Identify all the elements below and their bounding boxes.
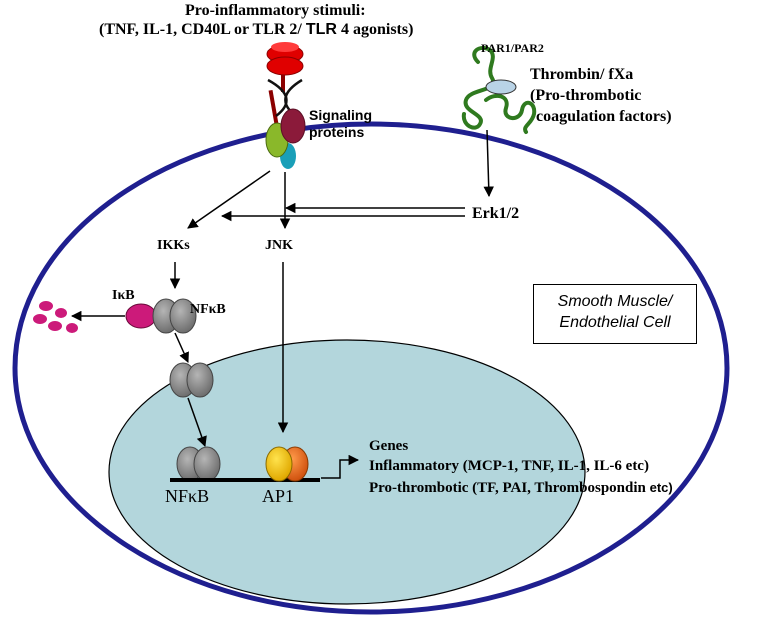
nfkb-nuclear-label: NFκB bbox=[165, 486, 210, 506]
ikk-label: IKKs bbox=[157, 238, 190, 253]
ikb-protein bbox=[125, 303, 157, 329]
par-receptor bbox=[461, 45, 537, 134]
signaling-proteins-label: Signaling proteins bbox=[309, 107, 372, 141]
jnk-label: JNK bbox=[265, 238, 293, 253]
thrombin-label: Thrombin/ fXa (Pro-thrombotic coagulatio… bbox=[530, 64, 672, 127]
arrow-nfkb-translocation bbox=[187, 397, 207, 447]
par-receptor-label: PAR1/PAR2 bbox=[481, 41, 544, 55]
stimuli-agonists: (TNF, IL-1, CD40L or TLR 2/ TLR 4 agonis… bbox=[99, 21, 413, 39]
erk-label: Erk1/2 bbox=[472, 205, 520, 222]
ikb-label: IκB bbox=[112, 288, 135, 303]
nucleus bbox=[108, 339, 586, 605]
pro-inflammatory-receptor bbox=[266, 42, 304, 133]
stimuli-tlr: TLR bbox=[305, 21, 337, 38]
arrow-nfkb-release bbox=[174, 332, 189, 363]
ikb-degradation-fragments bbox=[33, 301, 78, 333]
genes-prothrombotic-tail: etc) bbox=[649, 480, 673, 495]
ap1-complex bbox=[265, 446, 309, 482]
thrombin-line1: Thrombin/ fXa bbox=[530, 66, 634, 83]
signaling-proteins bbox=[265, 108, 306, 169]
cell-type-line2: Endothelial Cell bbox=[559, 314, 671, 331]
arrow-par-to-erk bbox=[483, 129, 494, 198]
stimuli-title: Pro-inflammatory stimuli: bbox=[185, 2, 366, 19]
nfkb-cytoplasm-label: NFκB bbox=[190, 302, 226, 317]
free-nfkb bbox=[169, 362, 214, 398]
genes-prothrombotic: Pro-thrombotic (TF, PAI, Thrombospondin … bbox=[369, 480, 673, 497]
stimuli-line1: (TNF, IL-1, CD40L or TLR 2/ bbox=[99, 21, 302, 38]
ap1-label: AP1 bbox=[262, 486, 295, 506]
cell-type-line1: Smooth Muscle/ bbox=[557, 293, 673, 310]
nuclear-nfkb bbox=[176, 446, 221, 482]
thrombin-line2: (Pro-thrombotic bbox=[530, 87, 642, 104]
cell-type-label-box: Smooth Muscle/ Endothelial Cell bbox=[533, 284, 697, 344]
cell-membrane bbox=[12, 121, 730, 615]
ikb-nfkb-complex bbox=[125, 298, 197, 334]
signaling-line2: proteins bbox=[309, 124, 365, 140]
genes-prothrombotic-text: Pro-thrombotic (TF, PAI, Thrombospondin bbox=[369, 480, 646, 496]
arrow-signal-to-ikk bbox=[187, 170, 271, 229]
genes-inflammatory: Inflammatory (MCP-1, TNF, IL-1, IL-6 etc… bbox=[369, 458, 649, 474]
signaling-line1: Signaling bbox=[309, 107, 372, 123]
arrow-to-genes bbox=[321, 454, 360, 479]
thrombin-line3: coagulation factors) bbox=[536, 108, 672, 125]
thrombin-ligand bbox=[485, 79, 517, 95]
stimuli-line3: 4 agonists) bbox=[340, 21, 414, 38]
genes-title: Genes bbox=[369, 438, 409, 454]
